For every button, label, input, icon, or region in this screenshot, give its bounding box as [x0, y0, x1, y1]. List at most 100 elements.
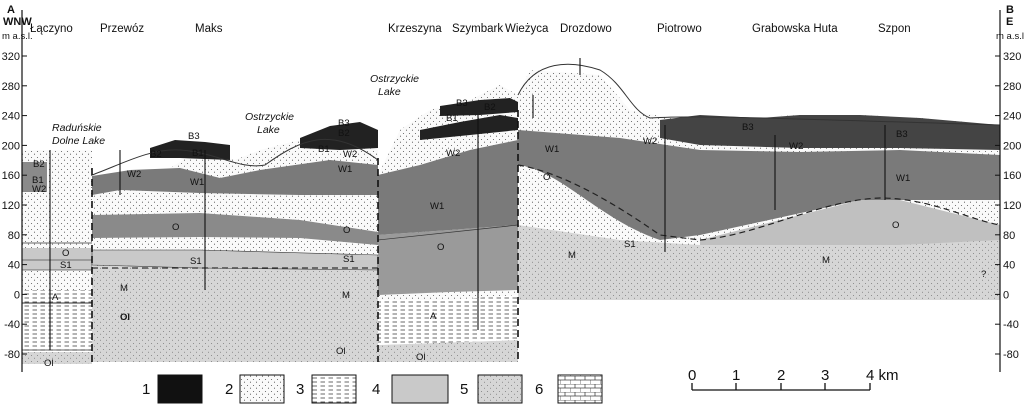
label-b2-ostrzyckie: B2	[338, 128, 350, 139]
place-wiezyca: Wieżyca	[505, 23, 549, 35]
label-w2-ostrzyckie: W2	[343, 149, 357, 160]
right-unit-label: m a.s.l.	[996, 31, 1024, 42]
right-tick-label: 0	[1003, 289, 1009, 301]
place-grabowska-huta: Grabowska Huta	[752, 23, 838, 35]
label-o-ostrzyckie: O	[343, 225, 350, 236]
legend-swatch-dashes	[311, 374, 357, 404]
legend-number-3: 3	[296, 381, 304, 398]
left-tick-label: 40	[8, 260, 20, 272]
label-s1-maks: S1	[190, 256, 202, 267]
lake-radunskie-line2: Dolne Lake	[52, 135, 105, 147]
place-krzeszyna: Krzeszyna	[388, 23, 442, 35]
label-o-szymbark: O	[437, 242, 444, 253]
segment-przewoz-maks	[91, 122, 379, 362]
left-tick-label: 200	[2, 140, 20, 152]
right-tick-label: 80	[1003, 230, 1015, 242]
right-direction-label: E	[1006, 16, 1013, 28]
legend-swatch-dots	[239, 374, 285, 404]
right-tick-label: -40	[1003, 319, 1019, 331]
label-w1-maks: W1	[190, 177, 204, 188]
lake-labels: Raduńskie Dolne Lake Ostrzyckie Lake Ost…	[52, 73, 419, 147]
legend-number-1: 1	[142, 381, 150, 398]
label-b3-szymbark: B3	[456, 98, 468, 109]
left-unit-label: m a.s.l.	[2, 31, 33, 42]
scale-tick-4: 4 km	[866, 367, 899, 384]
left-tick-label: 160	[2, 170, 20, 182]
right-tick-label: 240	[1003, 111, 1021, 123]
label-b2-szymbark: B2	[484, 102, 496, 113]
label-o-laczyno: O	[62, 248, 69, 259]
label-w1-szpon: W1	[896, 173, 910, 184]
legend-number-6: 6	[535, 381, 543, 398]
left-end-letter: A	[7, 4, 15, 16]
label-m-ostrzyckie: M	[342, 290, 350, 301]
label-w1-ostrzyckie: W1	[338, 164, 352, 175]
place-przewoz: Przewóz	[100, 23, 144, 35]
place-drozdowo: Drozdowo	[560, 23, 612, 35]
label-ol-maks: Ol	[120, 312, 130, 323]
left-tick-label: 120	[2, 200, 20, 212]
label-w2-przewoz: W2	[127, 169, 141, 180]
lake-ostrzyckie2-line1: Ostrzyckie	[370, 73, 419, 85]
legend-swatch-black	[157, 374, 203, 404]
legend-item-4: 4	[372, 374, 449, 404]
right-tick-label: 320	[1003, 51, 1021, 63]
label-b3-grabowska: B3	[742, 122, 754, 133]
segment-drozdowo-szpon	[517, 63, 1001, 300]
segment-krzeszyna-wiezyca	[377, 85, 519, 362]
legend-item-5: 5	[460, 374, 523, 404]
left-axis: A WNW m a.s.l. 32028024020016012080400-4…	[2, 4, 33, 361]
scale-tick-0: 0	[688, 367, 696, 384]
legend-number-4: 4	[372, 381, 380, 398]
label-ol-szymbark: Ol	[416, 352, 426, 363]
label-b3-ostrzyckie: B3	[338, 118, 350, 129]
segment-dividers	[91, 110, 519, 362]
label-w1-drozdowo: W1	[545, 144, 559, 155]
label-b1-ostrzyckie: B1	[318, 144, 330, 155]
label-o-drozdowo: O	[543, 172, 550, 183]
left-direction-label: WNW	[3, 16, 32, 28]
right-tick-label: 120	[1003, 200, 1021, 212]
label-s1-laczyno: S1	[60, 260, 72, 271]
lake-ostrzyckie2-line2: Lake	[378, 86, 401, 98]
scale-bar: 0 1 2 3 4 km	[688, 367, 899, 391]
label-b3-przewoz: B3	[188, 131, 200, 142]
label-w1-szymbark: W1	[430, 201, 444, 212]
left-tick-label: 280	[2, 81, 20, 93]
right-tick-label: 160	[1003, 170, 1021, 182]
label-o-maks: O	[172, 222, 179, 233]
boreholes	[49, 58, 886, 350]
legend-item-2: 2	[225, 374, 285, 404]
legend-item-1: 1	[142, 374, 203, 404]
legend-item-3: 3	[296, 374, 357, 404]
right-tick-label: 40	[1003, 260, 1015, 272]
label-o-szpon: O	[892, 220, 899, 231]
left-column	[21, 150, 93, 364]
legend-swatch-bricks	[557, 374, 603, 404]
label-b3-szpon: B3	[896, 129, 908, 140]
left-tick-label: 0	[14, 289, 20, 301]
legend: 1 2 3 4 5 6	[142, 374, 603, 404]
section-frame	[21, 10, 1001, 372]
label-ol-laczyno: Ol	[44, 358, 54, 369]
label-w2-laczyno: W2	[32, 184, 46, 195]
place-szymbark: Szymbark	[452, 23, 503, 35]
label-b1-laczyno: B1	[32, 175, 44, 186]
place-piotrowo: Piotrowo	[657, 23, 702, 35]
left-tick-label: 320	[2, 51, 20, 63]
label-m-drozdowo: M	[568, 250, 576, 261]
label-m-szpon: M	[822, 255, 830, 266]
right-axis: B E m a.s.l. 32028024020016012080400-40-…	[995, 4, 1024, 361]
place-maks: Maks	[195, 23, 223, 35]
place-szpon: Szpon	[878, 23, 911, 35]
lake-ostrzyckie1-line1: Ostrzyckie	[245, 111, 294, 123]
place-names: Łączyno Przewóz Maks Krzeszyna Szymbark …	[30, 23, 911, 35]
label-b2-przewoz: B2	[150, 149, 162, 160]
legend-item-6: 6	[535, 374, 603, 404]
left-tick-label: -80	[4, 349, 20, 361]
label-a-szymbark: A	[430, 311, 437, 322]
lake-radunskie-line1: Raduńskie	[52, 122, 102, 134]
label-ol-ostrzyckie: Ol	[336, 346, 346, 357]
label-s1-ostrzyckie: S1	[343, 254, 355, 265]
